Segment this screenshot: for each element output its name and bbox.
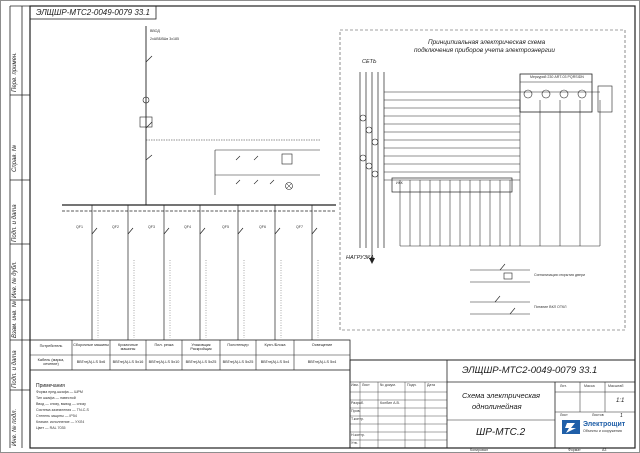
note-line: Цвет — RAL 7035 [36, 426, 66, 430]
meter-scheme-title-2: подключения приборов учета электроэнерги… [414, 47, 555, 54]
table-cell-consumer: Полотенцер [227, 343, 249, 347]
table-cell-consumer: Сборочные машины [73, 343, 109, 347]
tb-mass: Масса [584, 384, 595, 388]
feeder-id: QF5 [222, 225, 229, 229]
table-cell-cable: ВВГнг(А)-LS 5х4 [260, 360, 290, 364]
table-cell-cable: ВВГнг(А)-LS 5х16 [112, 360, 144, 364]
table-cell-cable: ВВГнг(А)-LS 5х6 [76, 360, 106, 364]
table-cell-cable: ВВГнг(А)-LS 5х25 [185, 360, 217, 364]
note-line: Форма пред.шкафа — ШРМ [36, 390, 83, 394]
feeder-id: QF6 [259, 225, 266, 229]
table-cell-consumer: Кромочные машины [118, 343, 138, 351]
margin-label-2: Справ. № [12, 144, 18, 172]
tb-row-header: Лист [362, 383, 370, 387]
meter-label: Меркурий 230 ART-03 PQRSIDN [530, 75, 584, 79]
tb-copied: Копировал [470, 448, 489, 452]
feeder-id: QF1 [76, 225, 83, 229]
meter-scheme-title-1: Принципиальная электрическая схема [428, 39, 546, 46]
table-cell-cable: ВВГнг(А)-LS 5х10 [148, 360, 180, 364]
feeder-id: QF2 [112, 225, 119, 229]
feeder-id: QF7 [296, 225, 303, 229]
note-line: Тип шкафа — навесной [36, 396, 76, 400]
table-header-consumer: Потребитель [39, 344, 63, 348]
margin-label-1: Перв. примен. [12, 52, 18, 92]
note-line: Степень защиты — IP54 [36, 414, 77, 418]
tb-role: Утв. [351, 441, 358, 445]
tb-row-header: Изм. [351, 383, 359, 387]
tb-sheets: Листов [592, 413, 604, 417]
tb-role: Т.контр. [351, 417, 365, 421]
tb-scale-value: 1:1 [616, 398, 625, 404]
test-block-label: ИКК [396, 181, 403, 185]
tb-scale: Масштаб [608, 384, 624, 388]
table-cell-cable: ВВГнг(А)-LS 5х4 [307, 360, 337, 364]
product-name: ШР-МТС.2 [476, 427, 526, 438]
tb-sheets-value: 1 [620, 413, 623, 419]
tb-dev-name: Колбин А.В. [380, 401, 400, 405]
tb-sheet: Лист [560, 413, 568, 417]
table-cell-consumer: Кухн./Блока [264, 343, 286, 347]
input-label: ВВОД [150, 29, 160, 33]
legend-light: Питание ВКЛ ОТКЛ [534, 305, 567, 309]
note-line: Ввод — снизу, вывод — снизу [36, 402, 86, 406]
input-cable: 2хАВБбШв 3х185 [150, 37, 179, 41]
document-title-1: Схема электрическая [462, 391, 541, 400]
tb-role: Пров. [351, 409, 361, 413]
tb-row-header: № докум. [380, 383, 396, 387]
label-set: СЕТЬ [362, 59, 377, 65]
margin-label-4: Инв. № дубл. [12, 261, 18, 298]
tb-row-header: Дата [427, 383, 435, 387]
label-load: НАГРУЗКА [346, 255, 374, 261]
tb-format-value: А3 [602, 448, 607, 452]
table-cell-consumer: Пил. резка [154, 343, 174, 347]
company-tagline: Объекты и сооружения [583, 429, 622, 433]
notes-title: Примечания [36, 383, 65, 389]
tb-row-header: Подп. [407, 383, 417, 387]
margin-label-3: Подп. и дата [12, 204, 18, 242]
margin-label-6: Подп. и дата [12, 350, 18, 388]
feeder-id: QF4 [184, 225, 191, 229]
margin-label-7: Инв. № подл. [12, 408, 18, 446]
note-line: Климат. исполнение — УХЛ4 [36, 420, 85, 424]
company-name: Электрощит [583, 421, 626, 428]
tb-lit: Лит. [560, 384, 567, 388]
margin-label-5: Взам. инв. № [12, 300, 18, 338]
tb-role: Разраб. [351, 401, 364, 405]
document-title-2: однолинейная [472, 402, 522, 411]
tb-role: Н.контр. [351, 433, 365, 437]
table-cell-consumer: Упаковщик Раскройщик [190, 343, 212, 351]
tb-format: Формат [568, 448, 581, 452]
document-code: ЭЛЩШР-МТС2-0049-0079 33.1 [462, 365, 598, 376]
table-cell-cable: ВВГнг(А)-LS 5х25 [222, 360, 254, 364]
legend-signal: Сигнализация открытия двери [534, 273, 585, 277]
feeder-id: QF3 [148, 225, 155, 229]
stamp-code-top: ЭЛЩШР-МТС2-0049-0079 33.1 [36, 8, 150, 17]
note-line: Система заземления — TN-C-S [36, 408, 89, 412]
table-header-cable: Кабель (марка, сечение) [37, 358, 65, 366]
table-cell-consumer: Освещение [311, 343, 333, 347]
